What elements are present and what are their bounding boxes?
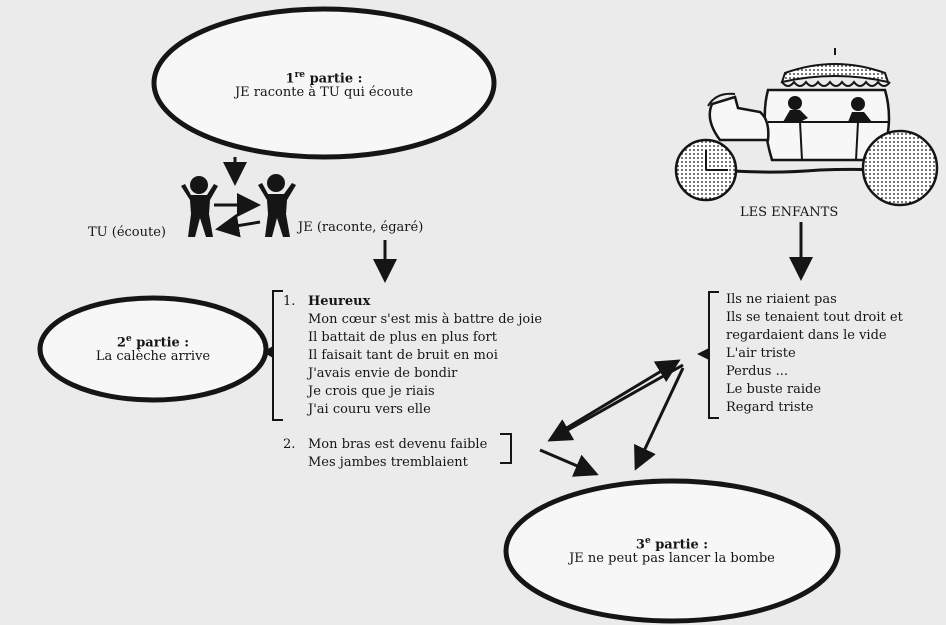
bracket-heureux-point (263, 346, 273, 358)
part2-text: La calèche arrive (95, 349, 211, 364)
list-item: Ils ne riaient pas (726, 292, 837, 307)
list-item: Perdus ... (726, 364, 788, 379)
arrow-faible-to-part3 (539, 448, 599, 477)
part3-ellipse (503, 478, 841, 624)
person-tu-icon (181, 176, 218, 237)
part2-title: 2e partie : (116, 334, 190, 351)
part1-title: 1re partie : (285, 70, 363, 87)
arrow-enfants-to-faible (547, 363, 684, 442)
carriage-icon (674, 48, 939, 207)
bracket-heureux (272, 290, 283, 421)
list-item: L'air triste (726, 346, 796, 361)
list-item: regardaient dans le vide (726, 328, 887, 343)
list-item: Le buste raide (726, 382, 822, 397)
list-item: J'avais envie de bondir (308, 366, 458, 381)
part1-text: JE raconte à TU qui écoute (234, 85, 414, 100)
list-item: Je crois que je riais (308, 384, 435, 399)
bracket-enfants (708, 291, 719, 419)
list-item: Il faisait tant de bruit en moi (308, 348, 498, 363)
list-faible: Mon bras est devenu faible Mes jambes tr… (308, 436, 487, 472)
part1-ellipse (151, 6, 497, 160)
list-item: Regard triste (726, 400, 814, 415)
list-heureux-title: Heureux (308, 294, 371, 309)
arrow-enfants-to-part3 (634, 367, 685, 471)
part3-text: JE ne peut pas lancer la bombe (569, 551, 775, 566)
tu-label: TU (écoute) (88, 225, 166, 240)
list-item: Mon cœur s'est mis à battre de joie (308, 312, 543, 327)
arrow-je-to-tu (215, 213, 261, 238)
enfants-label: LES ENFANTS (740, 205, 839, 220)
part3-title: 3e partie : (635, 536, 709, 553)
list-item: Mon bras est devenu faible (308, 437, 488, 452)
list-heureux: Mon cœur s'est mis à battre de joie Il b… (308, 311, 542, 419)
list-item: Il battait de plus en plus fort (308, 330, 497, 345)
part2-ellipse (37, 295, 269, 403)
arrow-faible-to-enfants (559, 359, 681, 434)
person-je-icon (258, 174, 296, 237)
list-item: Ils se tenaient tout droit et (726, 310, 903, 325)
je-label: JE (raconte, égaré) (298, 220, 424, 235)
bracket-faible (500, 433, 512, 464)
list-heureux-number: 1. (283, 294, 296, 309)
list-enfants: Ils ne riaient pas Ils se tenaient tout … (726, 291, 903, 417)
bracket-enfants-point (697, 348, 709, 360)
list-faible-number: 2. (283, 437, 296, 452)
list-item: Mes jambes tremblaient (308, 455, 468, 470)
list-item: J'ai couru vers elle (308, 402, 431, 417)
